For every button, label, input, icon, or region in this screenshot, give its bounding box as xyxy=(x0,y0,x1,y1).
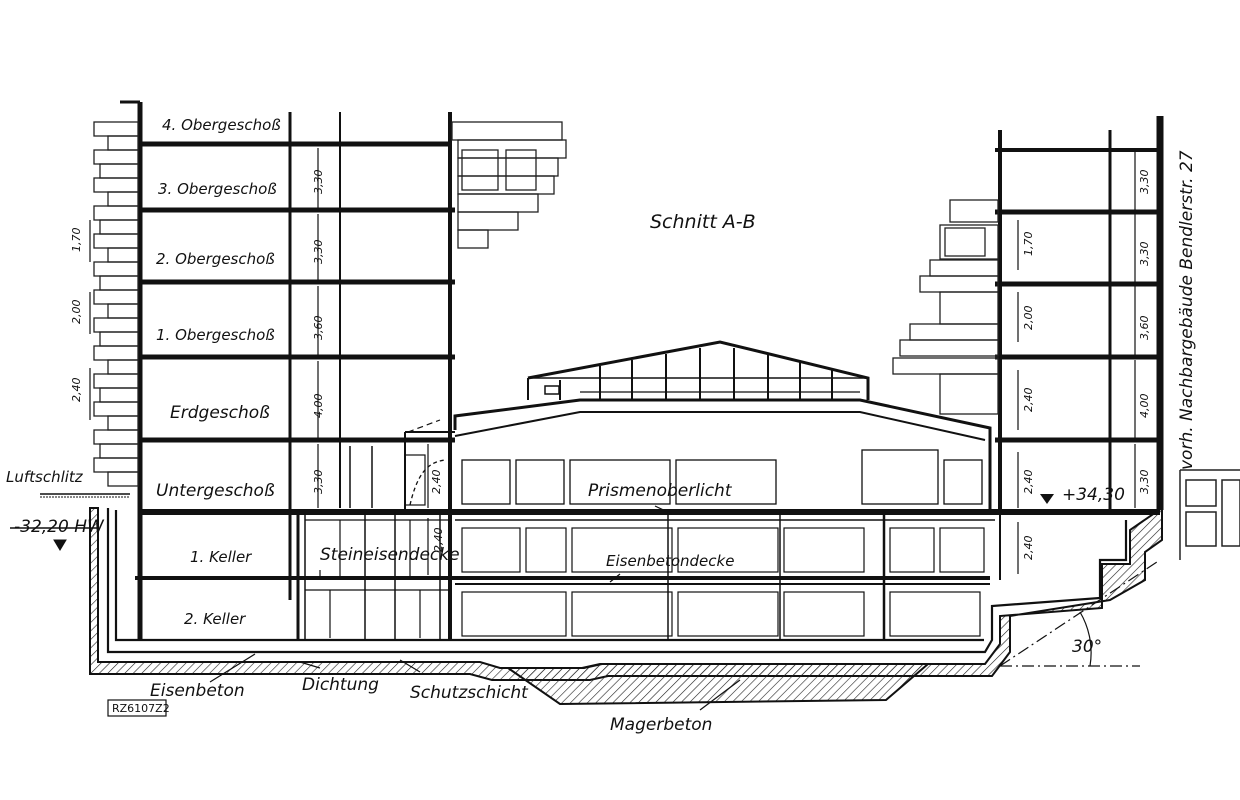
label-dichtung: Dichtung xyxy=(302,675,379,695)
dim-ug-hall: 2,40 xyxy=(430,470,443,495)
basement-structure xyxy=(455,512,1001,640)
magerbeton-block xyxy=(504,663,931,706)
label-stamp: RZ6107Z2 xyxy=(112,702,170,715)
label-steineisendecke: Steineisendecke xyxy=(320,545,460,565)
dim-right-ug: 3,30 xyxy=(1138,470,1151,495)
central-hall xyxy=(349,340,992,512)
floor-label-k1: 1. Keller xyxy=(190,548,252,566)
right-brick-wall xyxy=(892,199,999,415)
water-level-marker xyxy=(10,493,130,551)
label-magerbeton: Magerbeton xyxy=(610,715,712,735)
label-schutzschicht: Schutzschicht xyxy=(410,683,529,703)
dim-right-eg: 4,00 xyxy=(1138,394,1151,419)
label-level: +34,30 xyxy=(1062,485,1125,505)
left-basement-rooms xyxy=(135,519,450,638)
floor-label-og3: 3. Obergeschoß xyxy=(158,180,277,198)
floor-label-k2: 2. Keller xyxy=(184,610,246,628)
label-luftschlitz: Luftschlitz xyxy=(6,468,84,486)
dim-window-170: 1,70 xyxy=(70,228,83,253)
floor-label-eg: Erdgeschoß xyxy=(170,403,270,423)
leader-lines xyxy=(209,505,741,711)
floor-label-og4: 4. Obergeschoß xyxy=(162,116,281,134)
label-neighbour: vorh. Nachbargebäude Bendlerstr. 27 xyxy=(1177,150,1197,470)
dim-right-win-200: 2,00 xyxy=(1022,306,1035,331)
dim-right-win-240: 2,40 xyxy=(1022,388,1035,413)
dim-window-240: 2,40 xyxy=(70,378,83,403)
dim-ug: 3,30 xyxy=(312,470,325,495)
dim-og3: 3,30 xyxy=(312,170,325,195)
dim-right-ug-240: 2,40 xyxy=(1022,470,1035,495)
dim-k1-hall: 2,40 xyxy=(432,528,445,553)
dim-eg: 4,00 xyxy=(312,394,325,419)
right-building xyxy=(995,116,1164,515)
foundation-trough xyxy=(89,506,1163,681)
label-eisenbeton: Eisenbeton xyxy=(150,681,245,701)
floor-label-og2: 2. Obergeschoß xyxy=(156,250,275,268)
level-marker xyxy=(1040,494,1054,504)
dim-og1: 3,60 xyxy=(312,316,325,341)
label-hw: -32,20 HW xyxy=(14,517,105,537)
neighbour-building xyxy=(1179,469,1240,560)
section-title: Schnitt A-B xyxy=(650,211,756,233)
dim-right-win-170: 1,70 xyxy=(1022,232,1035,257)
dim-right-og1: 3,60 xyxy=(1138,316,1151,341)
right-dim-lines xyxy=(1017,152,1136,574)
floor-label-og1: 1. Obergeschoß xyxy=(156,326,275,344)
floor-label-ug: Untergeschoß xyxy=(156,481,275,501)
dim-right-og2: 3,30 xyxy=(1138,242,1151,267)
label-prismenoberlicht: Prismenoberlicht xyxy=(588,481,733,501)
dim-right-og3: 3,30 xyxy=(1138,170,1151,195)
left-brick-wall xyxy=(93,121,139,487)
dim-window-200: 2,00 xyxy=(70,300,83,325)
label-angle: 30° xyxy=(1072,637,1102,657)
stamp-box xyxy=(107,699,167,717)
dim-og2: 3,30 xyxy=(312,240,325,265)
dim-right-k1-240: 2,40 xyxy=(1022,536,1035,561)
left-building-brick-edge xyxy=(451,121,567,249)
angle-construction xyxy=(999,559,1161,667)
label-eisenbetondecke: Eisenbetondecke xyxy=(606,552,734,570)
left-dim-lines xyxy=(89,148,429,575)
